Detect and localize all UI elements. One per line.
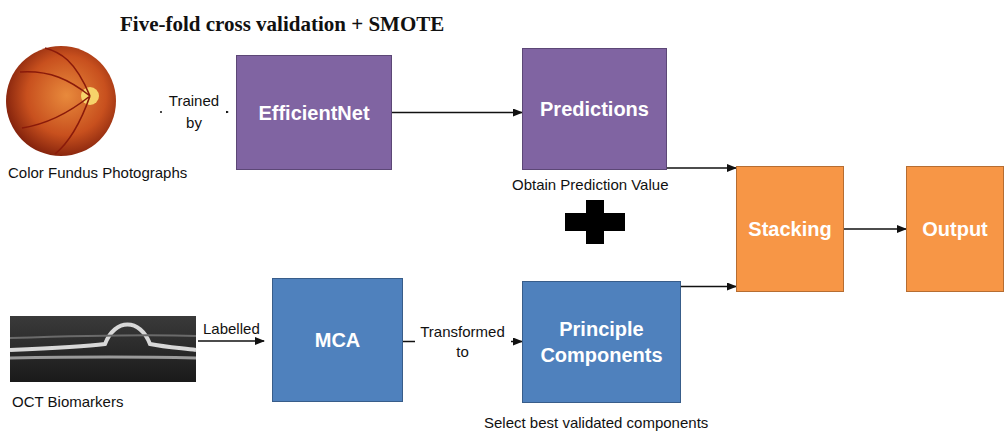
- box-text: Predictions: [532, 96, 657, 122]
- box-text: MCA: [307, 327, 369, 353]
- edge-label: Transformed to: [415, 322, 511, 362]
- fundus-photo: [6, 44, 116, 158]
- process-box: EfficientNet: [236, 55, 392, 170]
- annotation-label: Color Fundus Photographs: [8, 164, 187, 182]
- oct-scan: [10, 316, 196, 382]
- flow-arrow: [681, 286, 736, 288]
- process-box: Output: [906, 166, 1004, 292]
- box-text: EfficientNet: [250, 100, 377, 126]
- process-box: Stacking: [736, 166, 844, 292]
- process-box: Principle Components: [522, 281, 681, 403]
- flow-arrow: [392, 112, 522, 114]
- box-text: Output: [914, 216, 996, 242]
- diagram-title: Five-fold cross validation + SMOTE: [120, 12, 444, 37]
- process-box: Predictions: [522, 48, 667, 170]
- process-box: MCA: [272, 278, 403, 402]
- box-text: Principle Components: [523, 316, 680, 368]
- input-arrow: [198, 340, 264, 342]
- flow-arrow: [844, 228, 906, 230]
- annotation-label: Trained by: [162, 90, 226, 134]
- annotation-label: Labelled: [203, 320, 260, 338]
- flow-arrow: [667, 167, 736, 169]
- annotation-label: Obtain Prediction Value: [512, 176, 668, 194]
- annotation-label: Select best validated components: [484, 414, 708, 432]
- box-text: Stacking: [740, 216, 839, 242]
- plus-sign: [565, 200, 625, 244]
- annotation-label: OCT Biomarkers: [12, 393, 123, 411]
